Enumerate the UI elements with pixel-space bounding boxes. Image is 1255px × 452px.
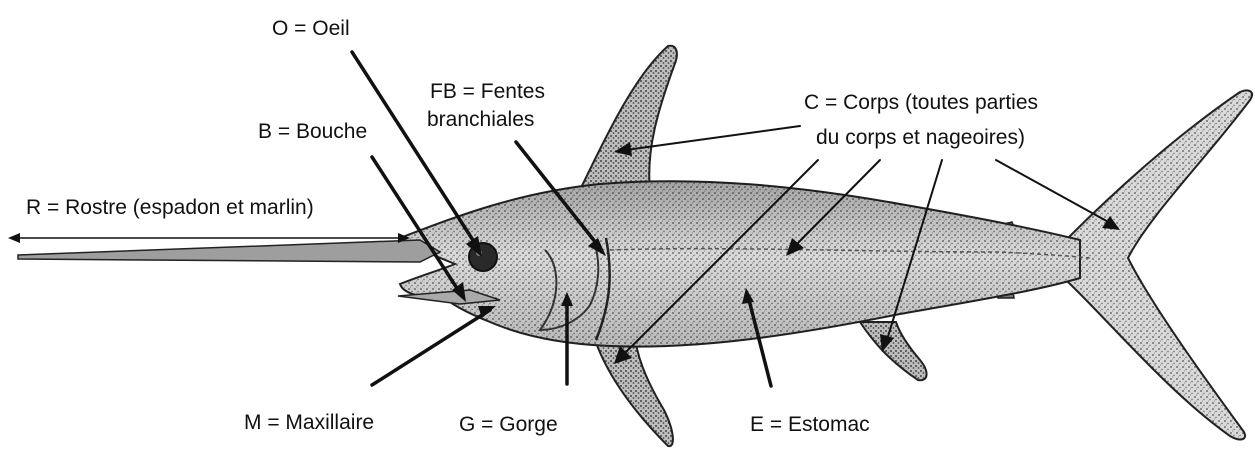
label-corps-line2: du corps et nageoires) xyxy=(816,126,1025,149)
label-fentes-line2: branchiales xyxy=(427,108,534,131)
label-estomac: E = Estomac xyxy=(750,413,870,436)
arrowhead-rostre-left xyxy=(8,233,20,243)
label-fentes-line1: FB = Fentes xyxy=(430,80,545,103)
dorsal-fin xyxy=(575,46,700,200)
leader-corps-caudal xyxy=(996,160,1112,224)
label-bouche: B = Bouche xyxy=(258,120,367,143)
label-oeil: O = Oeil xyxy=(272,17,350,40)
label-corps-line1: C = Corps (toutes parties xyxy=(804,91,1038,114)
label-rostre: R = Rostre (espadon et marlin) xyxy=(26,196,314,219)
body-shading xyxy=(400,181,1080,346)
swordfish-illustration xyxy=(18,46,1252,446)
caudal-fin xyxy=(1068,90,1252,439)
leader-maxillaire xyxy=(372,310,490,385)
anal-fin xyxy=(860,322,927,380)
label-gorge: G = Gorge xyxy=(459,413,558,436)
rostrum xyxy=(18,240,440,262)
label-maxillaire: M = Maxillaire xyxy=(244,411,374,434)
